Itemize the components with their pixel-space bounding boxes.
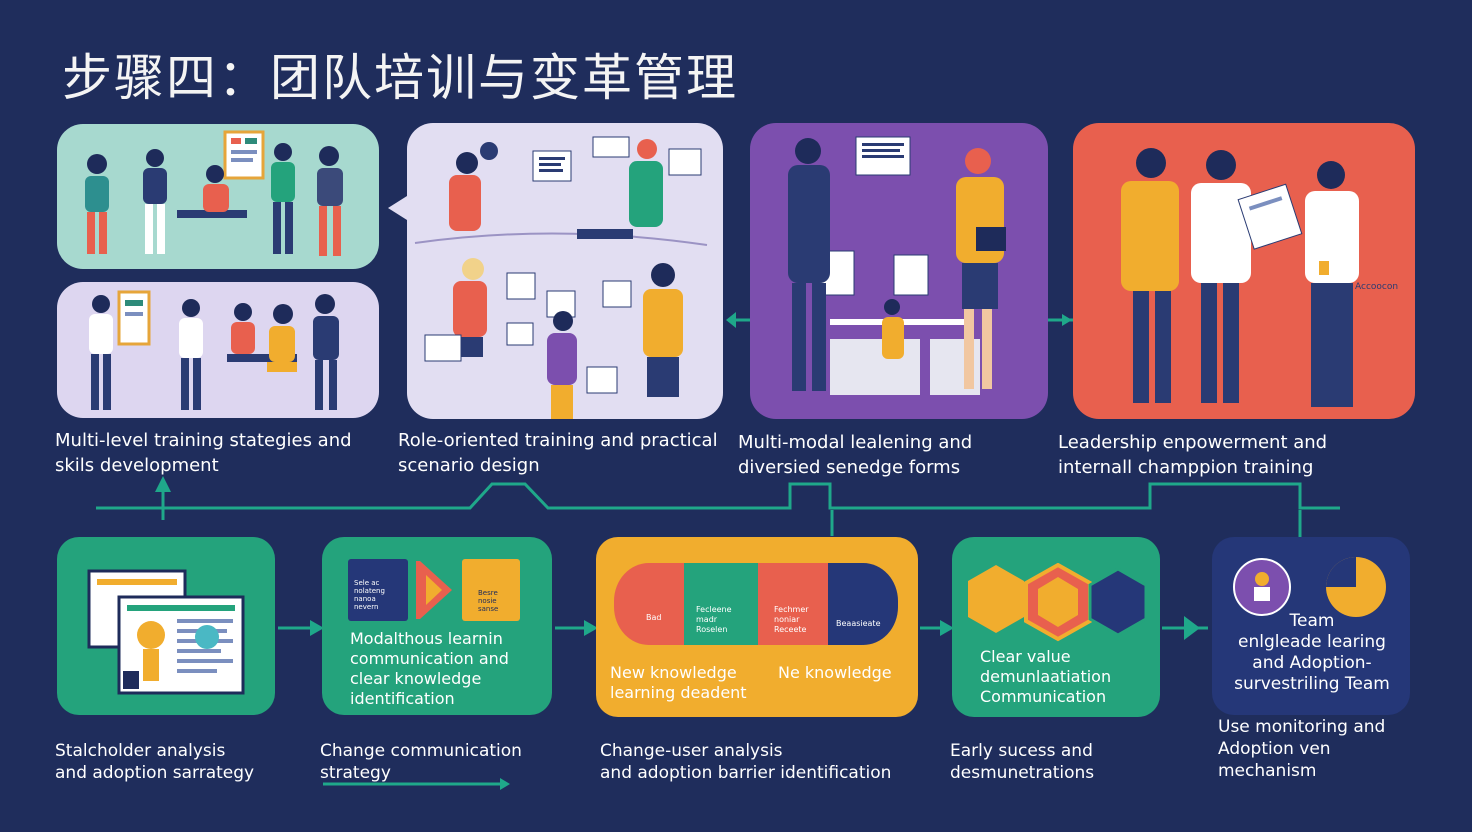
chevron-label-1: Bad [646, 613, 662, 622]
process-chevron-bar [614, 563, 898, 645]
tile-learning: Besre nosie sanse [462, 559, 520, 621]
box-clear-value: Clear value demunlaatiation Communicatio… [952, 537, 1160, 717]
chevron-label-4: Beaasieate [836, 619, 881, 628]
team-training-illustration [85, 130, 343, 256]
box-stakeholder-analysis [57, 537, 275, 715]
page-title: 步骤四：团队培训与变革管理 [62, 49, 738, 107]
panel-multi-modal-learning [750, 123, 1048, 419]
caption-early-success: Early sucess and desmunetrations [950, 741, 1095, 783]
box-team-adoption: Team enlgleade learing and Adoption- sur… [1212, 537, 1410, 715]
panel-leadership-empowerment: Accoocon [1073, 123, 1415, 419]
document-stack-illustration [87, 569, 245, 695]
caption-stakeholder-analysis: Stalcholder analysis and adoption sarrat… [55, 741, 255, 783]
multi-modal-illustration [788, 136, 1006, 395]
caption-multi-modal-learning: Multi-modal lealening and diversied sene… [738, 432, 973, 478]
chevron-label-2: Fecleene madr Roselen [696, 605, 732, 634]
caption-role-oriented-training: Role-oriented training and practical sce… [398, 430, 718, 476]
hexagon-icons [968, 563, 1148, 642]
caption-use-monitoring: Use monitoring and Adoption ven mechanis… [1218, 717, 1386, 781]
box-change-user-analysis: Bad Fecleene madr Roselen Fechmer noniar… [596, 537, 918, 717]
panel-corner-text: Accoocon [1355, 282, 1398, 292]
tile-knowledge: Sele ac nolateng nanoa nevern [348, 559, 408, 621]
workshop-illustration [89, 290, 339, 410]
box-change-communication-text: Modalthous learnin communication and cle… [350, 629, 509, 708]
caption-multi-level-training: Multi-level training stategies and skils… [55, 430, 352, 476]
chevron-label-3: Fechmer noniar Receete [774, 605, 809, 634]
box-team-adoption-text: Team enlgleade learing and Adoption- sur… [1234, 611, 1390, 694]
leadership-illustration: Accoocon [1121, 148, 1398, 407]
caption-change-user-analysis: Change-user analysis and adoption barrie… [600, 741, 892, 783]
panel-multi-level-training-bottom [57, 282, 379, 418]
panel-multi-level-training-top [57, 124, 379, 269]
caption-leadership-empowerment: Leadership enpowerment and internall cha… [1058, 432, 1328, 478]
box-left-text: New knowledge learning deadent [610, 663, 747, 702]
box-change-communication: Sele ac nolateng nanoa nevern Besre nosi… [322, 537, 552, 715]
team-icons [1233, 557, 1386, 617]
box-right-text: Ne knowledge [778, 663, 892, 682]
box-clear-value-text: Clear value demunlaatiation Communicatio… [980, 647, 1112, 706]
role-training-illustration [414, 136, 708, 419]
caption-change-communication: Change communication strategy [320, 741, 522, 783]
panel-role-oriented-training [407, 123, 723, 419]
orange-arrow-icon [416, 561, 452, 619]
